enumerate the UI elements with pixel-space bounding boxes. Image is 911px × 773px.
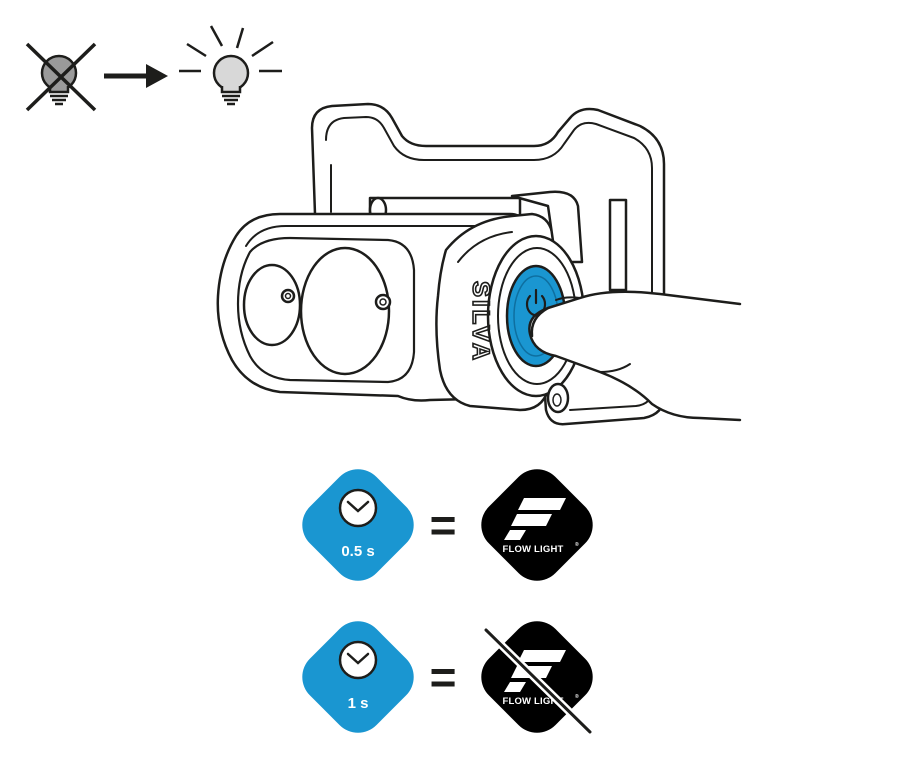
registered-mark: ® — [575, 541, 579, 548]
row-1s: 1 s = FLOW LIGHT ® — [302, 621, 594, 736]
large-lens — [299, 246, 391, 376]
glowing-lightbulb-icon — [179, 25, 282, 106]
small-lens — [242, 263, 302, 347]
flow-light-label: FLOW LIGHT — [502, 544, 563, 555]
arrow-right-icon — [104, 64, 168, 88]
brand-logo: SILVA — [467, 281, 494, 363]
equals-sign: = — [430, 499, 457, 551]
disabled-slash — [482, 626, 594, 736]
duration-label: 0.5 s — [341, 543, 374, 560]
registered-mark: ® — [575, 693, 579, 700]
bracket-slot — [608, 198, 628, 292]
headlamp-illustration — [216, 102, 666, 426]
clock-icon — [338, 640, 378, 680]
crossed-out-lightbulb-icon — [25, 42, 97, 112]
clock-icon — [338, 488, 378, 528]
finger-illustration — [528, 290, 742, 422]
row-0-5s: 0.5 s = FLOW LIGHT ® — [302, 469, 593, 581]
flow-light-label: FLOW LIGHT — [502, 696, 563, 707]
equals-sign: = — [430, 651, 457, 703]
flow-light-icon — [504, 498, 566, 540]
duration-label: 1 s — [348, 695, 369, 712]
